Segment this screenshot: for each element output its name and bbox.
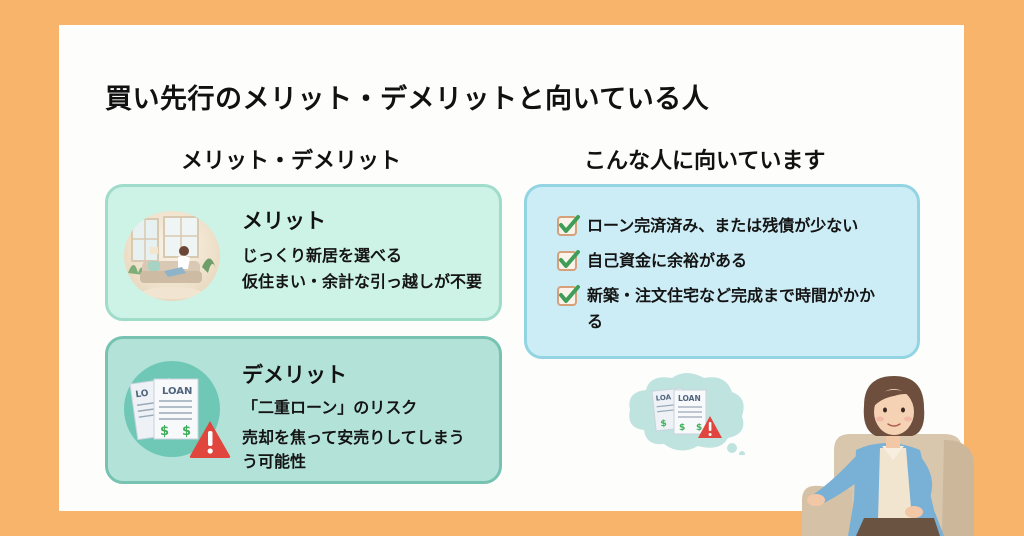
demerit-line-3: う可能性 <box>242 452 307 471</box>
warning-icon <box>189 421 231 458</box>
svg-text:LOAN: LOAN <box>162 386 192 397</box>
svg-text:$: $ <box>679 423 685 433</box>
checklist-item-text: 新築・注文住宅など完成まで時間がかかる <box>587 286 876 331</box>
checklist-item-text: ローン完済済み、または残債が少ない <box>587 216 859 235</box>
check-icon <box>557 285 580 306</box>
merit-heading: メリット <box>242 209 326 233</box>
checklist-item: 自己資金に余裕がある <box>557 248 907 274</box>
page-title: 買い先行のメリット・デメリットと向いている人 <box>105 84 710 115</box>
suited-people-section-title: こんな人に向いています <box>584 149 826 174</box>
thought-bubble-illustration: LOA $ LOAN $ $ <box>629 373 745 455</box>
checklist-item: ローン完済済み、または残債が少ない <box>557 213 907 239</box>
infographic-panel: 買い先行のメリット・デメリットと向いている人 メリット・デメリット こんな人に向… <box>59 25 974 536</box>
svg-text:LOA: LOA <box>655 393 672 403</box>
svg-text:$: $ <box>696 423 702 433</box>
merit-line-1: じっくり新居を選べる <box>242 246 403 265</box>
merit-line-2: 仮住まい・余計な引っ越しが不要 <box>242 272 483 291</box>
woman-on-sofa-illustration <box>124 211 220 301</box>
demerit-line-2: 売却を焦って安売りしてしまう <box>242 428 465 447</box>
svg-text:LOAN: LOAN <box>678 394 701 403</box>
merit-demerit-section-title: メリット・デメリット <box>181 149 402 174</box>
demerit-heading: デメリット <box>242 363 347 387</box>
suited-people-card: ローン完済済み、または残債が少ない 自己資金に余裕がある 新築・注文住宅など完成… <box>524 184 920 359</box>
demerit-card: LO LOAN $ $ デメリット 「二重ローン」のリスク 売却を焦 <box>105 336 502 484</box>
svg-text:$: $ <box>660 419 667 430</box>
svg-text:$: $ <box>160 424 169 439</box>
checklist-item: 新築・注文住宅など完成まで時間がかかる <box>557 283 907 335</box>
check-icon <box>557 250 580 271</box>
suited-checklist: ローン完済済み、または残債が少ない 自己資金に余裕がある 新築・注文住宅など完成… <box>557 213 907 344</box>
merit-card: メリット じっくり新居を選べる 仮住まい・余計な引っ越しが不要 <box>105 184 502 321</box>
svg-text:LO: LO <box>135 389 150 401</box>
demerit-line-1: 「二重ローン」のリスク <box>242 398 418 417</box>
svg-text:$: $ <box>182 424 191 439</box>
checklist-item-text: 自己資金に余裕がある <box>587 251 748 270</box>
seated-woman-illustration <box>802 376 974 536</box>
check-icon <box>557 215 580 236</box>
